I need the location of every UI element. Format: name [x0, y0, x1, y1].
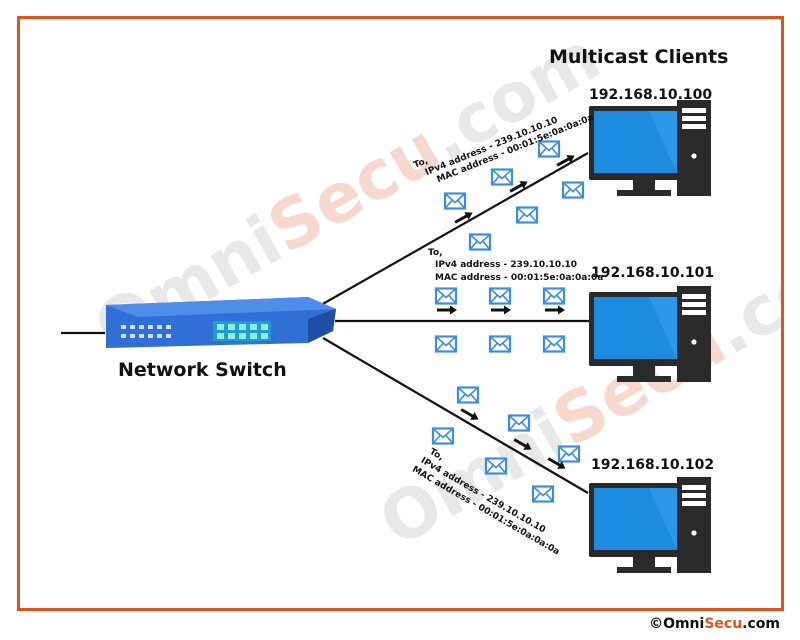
client-1-ip: 192.168.10.100	[589, 87, 712, 103]
arrow-right-icon	[457, 404, 483, 425]
credit-omni: Omni	[663, 616, 705, 632]
branch-2-to: To,	[428, 248, 443, 258]
switch-label: Network Switch	[118, 359, 287, 381]
branch-2-address: To, IPv4 address - 239.10.10.10 MAC addr…	[428, 248, 603, 283]
branch-2-ipv4: IPv4 address - 239.10.10.10	[435, 260, 577, 270]
envelope-icon	[456, 386, 480, 404]
client-2-ip: 192.168.10.101	[591, 265, 714, 281]
envelope-icon	[443, 192, 467, 210]
client-3-ip: 192.168.10.102	[591, 457, 714, 473]
copyright-symbol: ©	[649, 616, 664, 632]
envelope-icon	[488, 335, 512, 353]
envelope-icon	[515, 206, 539, 224]
credit-secu: Secu	[704, 616, 743, 632]
envelope-icon	[488, 287, 512, 305]
envelope-icon	[542, 335, 566, 353]
diagram-title: Multicast Clients	[549, 46, 728, 68]
network-switch-icon	[106, 297, 336, 348]
envelope-icon	[468, 233, 492, 251]
envelope-icon	[507, 414, 531, 432]
client-2: 192.168.10.101	[589, 265, 714, 382]
arrow-right-icon	[435, 304, 459, 316]
envelope-icon	[434, 335, 458, 353]
arrow-right-icon	[543, 304, 567, 316]
envelope-icon	[484, 457, 508, 475]
branch-2-mac: MAC address - 00:01:5e:0a:0a:0a	[435, 273, 603, 283]
desktop-computer-icon	[589, 100, 711, 196]
arrow-right-icon	[489, 304, 513, 316]
diagram-frame: OmniSecu.com OmniSecu.com Network Switch…	[17, 16, 784, 611]
envelope-icon	[490, 168, 514, 186]
multicast-diagram: OmniSecu.com OmniSecu.com Network Switch…	[61, 19, 781, 573]
desktop-computer-icon	[589, 477, 711, 573]
copyright-credit: ©OmniSecu.com	[649, 616, 780, 632]
network-cables	[61, 152, 591, 494]
envelope-icon	[561, 181, 585, 199]
credit-dotcom: .com	[742, 616, 780, 632]
client-1: 192.168.10.100	[589, 87, 712, 196]
client-3: 192.168.10.102	[589, 457, 714, 573]
envelope-icon	[537, 140, 561, 158]
envelope-icon	[557, 445, 581, 463]
cable-to-client-3	[322, 337, 589, 494]
envelope-icon	[531, 485, 555, 503]
envelope-icon	[431, 427, 455, 445]
envelope-icon	[434, 287, 458, 305]
cable-to-client-1	[320, 152, 589, 306]
envelope-icon	[542, 287, 566, 305]
